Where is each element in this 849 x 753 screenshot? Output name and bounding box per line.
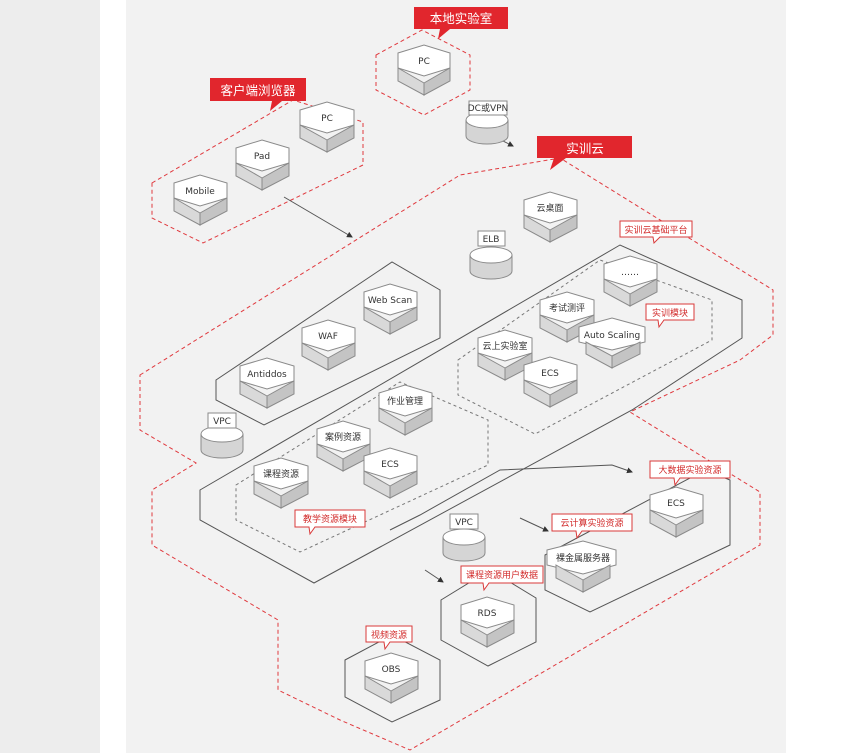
- security-group-region: [215, 261, 441, 426]
- svg-text:教学资源模块: 教学资源模块: [303, 513, 357, 525]
- svg-text:云计算实验资源: 云计算实验资源: [560, 517, 623, 529]
- client-browser-callout: 客户端浏览器: [210, 78, 306, 111]
- cloud-platform-region: [199, 244, 743, 584]
- cloud-compute-lab-tag: 云计算实验资源: [551, 513, 633, 540]
- svg-text:本地实验室: 本地实验室: [430, 11, 493, 26]
- auto-scaling-node: Auto Scaling: [578, 317, 646, 369]
- ecs-training-node: ECS: [523, 356, 578, 408]
- teaching-resource-tag: 教学资源模块: [294, 509, 366, 536]
- vpc-connector-line: [389, 464, 633, 531]
- teaching-resource-region: [235, 381, 489, 553]
- svg-text:作业管理: 作业管理: [387, 395, 423, 407]
- svg-text:PC: PC: [321, 114, 333, 124]
- training-module-region: [457, 259, 713, 435]
- svg-text:实训云: 实训云: [566, 141, 604, 156]
- browser-to-cloud-arrow: [283, 196, 353, 238]
- diagram-canvas: [126, 0, 786, 753]
- svg-text:Mobile: Mobile: [185, 187, 215, 197]
- svg-text:Web Scan: Web Scan: [368, 296, 412, 306]
- svg-text:ELB: ELB: [483, 235, 500, 245]
- ecs-teaching-node: ECS: [363, 447, 418, 499]
- svg-text:VPC: VPC: [455, 518, 473, 528]
- svg-text:实训云基础平台: 实训云基础平台: [624, 224, 687, 236]
- svg-text:考试测评: 考试测评: [549, 302, 585, 314]
- svg-text:WAF: WAF: [318, 332, 338, 342]
- svg-text:PC: PC: [418, 57, 430, 67]
- web-scan-node: Web Scan: [363, 283, 418, 335]
- video-resource-tag: 视频资源: [365, 625, 413, 651]
- svg-text:大数据实验资源: 大数据实验资源: [658, 464, 721, 476]
- svg-text:OBS: OBS: [382, 665, 401, 675]
- pc-client-node: PC: [299, 101, 355, 153]
- cloud-platform-tag: 实训云基础平台: [619, 220, 693, 245]
- svg-text:云上实验室: 云上实验室: [482, 340, 527, 352]
- cloud-lab-node: 云上实验室: [477, 329, 533, 381]
- pc-local-node: PC: [397, 44, 451, 96]
- right-margin: [786, 0, 849, 753]
- svg-text:Pad: Pad: [254, 152, 270, 162]
- svg-text:……: ……: [621, 268, 639, 278]
- svg-text:Auto Scaling: Auto Scaling: [584, 331, 640, 341]
- svg-text:DC或VPN: DC或VPN: [468, 102, 509, 114]
- bigdata-lab-tag: 大数据实验资源: [649, 460, 731, 487]
- svg-text:ECS: ECS: [541, 369, 559, 379]
- svg-text:Antiddos: Antiddos: [247, 370, 287, 380]
- elb-node: ELB: [469, 230, 513, 280]
- cloud-desktop-node: 云桌面: [523, 191, 578, 243]
- compute-region: [544, 469, 731, 613]
- svg-text:RDS: RDS: [478, 609, 497, 619]
- svg-text:视频资源: 视频资源: [371, 629, 407, 641]
- ecs-bigdata-node: ECS: [649, 486, 704, 538]
- obs-node: OBS: [364, 652, 419, 704]
- svg-text:ECS: ECS: [381, 460, 399, 470]
- rds-node: RDS: [460, 596, 515, 648]
- local-lab-callout: 本地实验室: [414, 7, 508, 39]
- waf-node: WAF: [301, 319, 356, 371]
- mobile-node: Mobile: [173, 174, 228, 226]
- course-resource-node: 课程资源: [253, 457, 309, 509]
- course-user-data-tag: 课程资源用户数据: [460, 565, 544, 592]
- svg-text:课程资源用户数据: 课程资源用户数据: [466, 569, 538, 581]
- svg-text:ECS: ECS: [667, 499, 685, 509]
- pad-node: Pad: [235, 139, 290, 191]
- left-margin: [0, 0, 100, 753]
- case-resource-node: 案例资源: [316, 420, 371, 472]
- dc-vpn-node: DC或VPN: [465, 100, 509, 145]
- ellipsis-node: ……: [603, 255, 658, 307]
- svg-text:VPC: VPC: [213, 417, 231, 427]
- svg-text:客户端浏览器: 客户端浏览器: [220, 83, 296, 98]
- vpc-to-cloud-compute-arrow: [519, 517, 549, 532]
- svg-text:裸金属服务器: 裸金属服务器: [556, 552, 610, 564]
- svg-text:云桌面: 云桌面: [536, 202, 563, 214]
- training-module-tag: 实训模块: [645, 303, 695, 329]
- homework-node: 作业管理: [378, 384, 433, 436]
- antiddos-node: Antiddos: [239, 357, 295, 409]
- training-cloud-callout: 实训云: [537, 136, 632, 170]
- vpc-left-node: VPC: [200, 412, 244, 459]
- bare-metal-node: 裸金属服务器: [546, 540, 617, 593]
- svg-text:课程资源: 课程资源: [263, 469, 299, 480]
- svg-text:实训模块: 实训模块: [652, 307, 688, 319]
- vpc-center-node: VPC: [442, 513, 486, 562]
- vpc-to-rds-arrow: [424, 569, 444, 583]
- local-lab-zone: [375, 29, 471, 116]
- svg-text:案例资源: 案例资源: [325, 431, 361, 443]
- training-cloud-zone: [139, 157, 774, 751]
